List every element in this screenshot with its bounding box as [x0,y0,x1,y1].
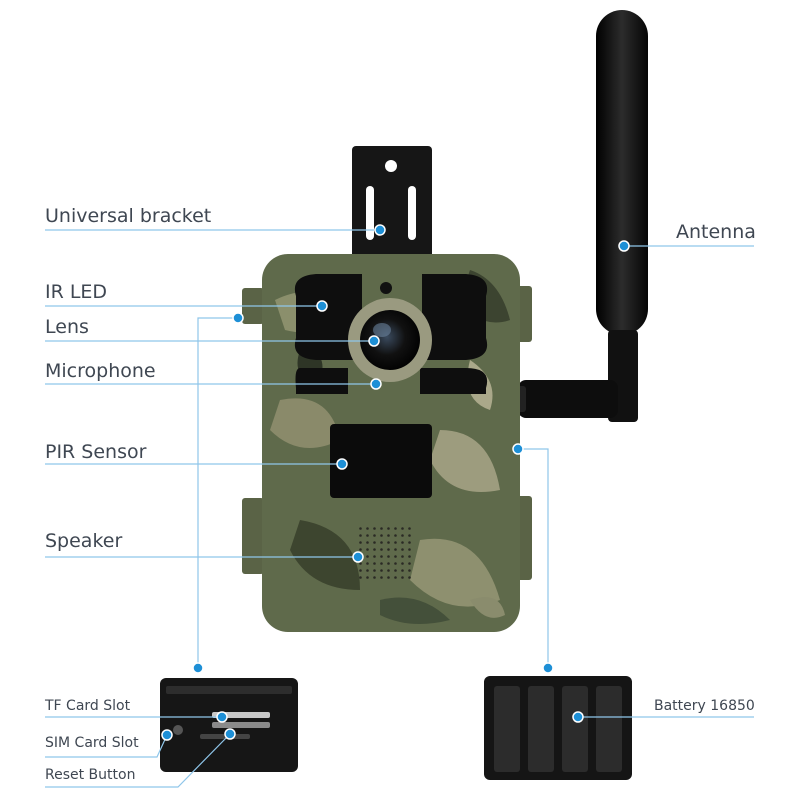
label-sim-card-slot: SIM Card Slot [45,735,139,751]
callout-dot-ir-led [316,300,328,312]
callout-dot-pir [336,458,348,470]
callout-dots [161,224,630,741]
label-antenna: Antenna [676,221,756,243]
callout-line-reset [45,733,231,788]
callout-dot-microphone [370,378,382,390]
callout-dot-right-port [512,443,524,455]
callout-dot-battery [572,711,584,723]
callout-dot-left-inset [192,662,204,674]
inset-card-slots [160,678,298,772]
callout-dot-reset [224,728,236,740]
callout-dot-bracket [374,224,386,236]
callout-lines [45,229,754,788]
callout-line-sim [45,734,168,758]
callout-dot-lens [368,335,380,347]
label-speaker: Speaker [45,530,123,552]
label-microphone: Microphone [45,360,156,382]
callout-dot-tf [216,711,228,723]
label-ir-led: IR LED [45,281,108,303]
camera-body [242,254,532,632]
universal-bracket [352,146,432,258]
callout-dot-left-port [232,312,244,324]
label-lens: Lens [45,316,89,338]
callout-dot-right-inset [542,662,554,674]
label-reset-button: Reset Button [45,767,136,783]
callout-dot-sim [161,729,173,741]
label-tf-card-slot: TF Card Slot [45,698,131,714]
callout-line-right-port [518,448,549,668]
label-universal-bracket: Universal bracket [45,205,212,227]
callout-dot-antenna [618,240,630,252]
callout-dot-speaker [352,551,364,563]
inset-battery [484,676,632,780]
callout-line-left-port [197,317,238,668]
label-pir-sensor: PIR Sensor [45,441,147,463]
antenna [506,10,648,422]
label-battery: Battery 16850 [654,698,755,714]
